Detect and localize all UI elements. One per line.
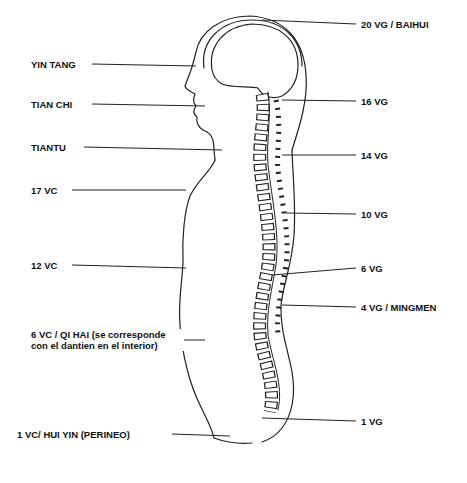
point-label: 20 VG / BAIHUI [360, 19, 430, 30]
point-label: 10 VG [360, 209, 389, 220]
point-label: 12 VC [30, 260, 58, 271]
point-label: 1 VG [360, 416, 384, 427]
point-label: YIN TANG [30, 59, 77, 70]
point-label: 1 VC/ HUI YIN (PERINEO) [16, 429, 131, 440]
point-label: 14 VG [360, 150, 389, 161]
point-label: 4 VG / MINGMEN [360, 302, 437, 313]
point-label: TIANTU [30, 142, 67, 153]
point-label: 6 VC / QI HAI (se corresponde con el dan… [30, 329, 184, 351]
point-label: 17 VC [30, 185, 58, 196]
point-label: 16 VG [360, 96, 389, 107]
point-label: 6 VG [360, 263, 384, 274]
leader-lines [72, 20, 356, 436]
point-label: TIAN CHI [30, 99, 73, 110]
